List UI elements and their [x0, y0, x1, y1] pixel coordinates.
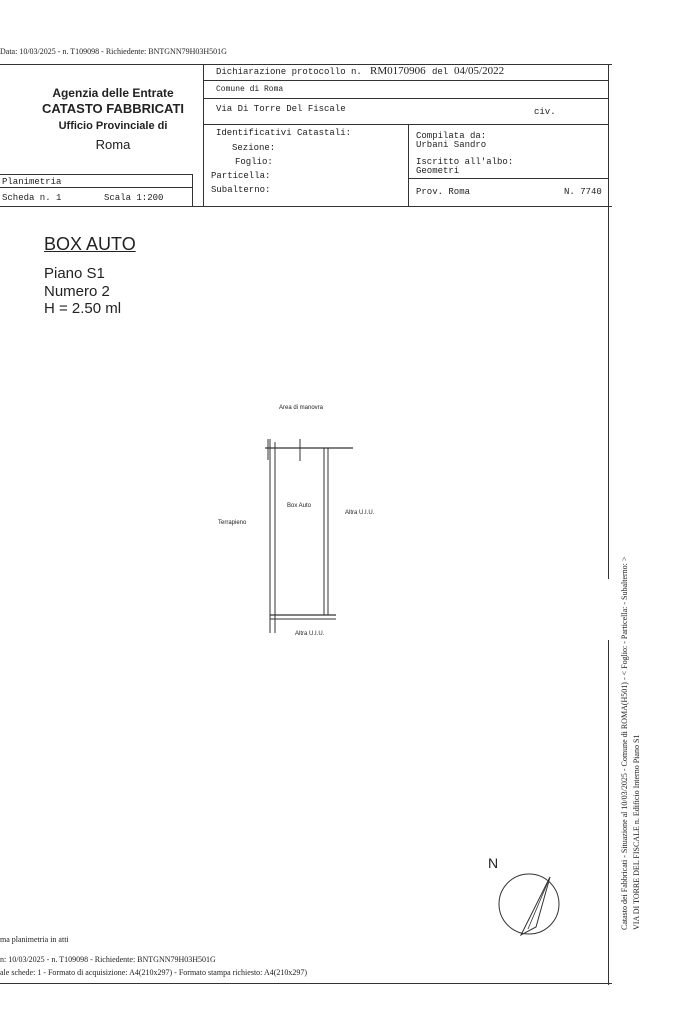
identifiers-title: Identificativi Catastali:: [216, 128, 352, 138]
sezione-label: Sezione:: [232, 143, 276, 153]
declaration-line-3: [204, 124, 608, 125]
compiled-by-label: Compilata da:: [416, 131, 487, 141]
ceiling-height: H = 2.50 ml: [44, 300, 122, 317]
particella-label: Particella:: [211, 171, 271, 181]
comune-name: Comune di Roma: [216, 85, 284, 94]
frame-right-line: [608, 64, 609, 579]
frame-right-lower-line: [608, 640, 609, 985]
embankment-label: Terrapieno: [218, 520, 247, 526]
header-divider-line: [203, 64, 204, 206]
header-bottom-line: [0, 206, 612, 207]
agency-name: Agenzia delle Entrate: [52, 86, 174, 100]
frame-bottom-line: [0, 983, 612, 984]
declaration-line-2: [204, 98, 608, 99]
footer-format-line: ale schede: 1 - Formato di acquisizione:…: [0, 968, 308, 977]
planimetria-mid-line: [0, 187, 192, 188]
box-auto-label: Box Auto: [287, 503, 312, 509]
compiler-province: Prov. Roma: [416, 187, 471, 197]
protocol-date: 04/05/2022: [454, 65, 505, 77]
other-unit-bottom-label: Altra U.I.U.: [295, 631, 325, 637]
compiler-divider-line: [408, 178, 608, 179]
side-cadastral-line-1: Catasto dei Fabbricati - Situazione al 1…: [620, 556, 629, 930]
maneuver-area-label: Area di manovra: [279, 405, 324, 411]
footer-note: ma planimetria in atti: [0, 935, 69, 944]
street-address: Via Di Torre Del Fiscale: [216, 104, 346, 114]
footer-request-line: n: 10/03/2025 - n. T109098 - Richiedente…: [0, 955, 216, 964]
protocol-label: Dichiarazione protocollo n.: [216, 67, 362, 77]
planimetria-label: Planimetria: [2, 177, 62, 187]
other-unit-right-label: Altra U.I.U.: [345, 510, 375, 516]
north-label: N: [488, 855, 499, 871]
foglio-label: Foglio:: [235, 157, 273, 167]
office-name: Ufficio Provinciale di: [58, 120, 168, 132]
registry-profession: Geometri: [416, 166, 460, 176]
north-arrow-icon: [498, 873, 560, 937]
planimetria-top-line: [0, 174, 192, 175]
protocol-del-label: del: [432, 67, 449, 77]
registry-number: N. 7740: [564, 187, 602, 197]
office-city: Roma: [95, 137, 131, 152]
registry-label: Iscritto all'albo:: [416, 157, 514, 167]
planimetria-right-line: [192, 174, 193, 206]
catasto-title: CATASTO FABBRICATI: [41, 101, 185, 116]
protocol-number: RM0170906: [370, 65, 426, 77]
compiler-name: Urbani Sandro: [416, 140, 487, 150]
floor-plan-drawing: [265, 439, 353, 633]
unit-title: BOX AUTO: [44, 234, 136, 254]
subalterno-label: Subalterno:: [211, 185, 271, 195]
scheda-number: Scheda n. 1: [2, 193, 62, 203]
frame-top-line: [0, 64, 612, 65]
request-header-line: Data: 10/03/2025 - n. T109098 - Richiede…: [0, 47, 227, 56]
declaration-line-1: [204, 80, 608, 81]
floor-label: Piano S1: [44, 265, 105, 282]
identifiers-divider: [408, 124, 409, 206]
civic-number-label: civ.: [534, 107, 556, 117]
side-cadastral-line-2: VIA DI TORRE DEL FISCALE n. Edificio Int…: [632, 734, 641, 930]
unit-number: Numero 2: [44, 283, 110, 300]
scale-label: Scala 1:200: [104, 193, 164, 203]
